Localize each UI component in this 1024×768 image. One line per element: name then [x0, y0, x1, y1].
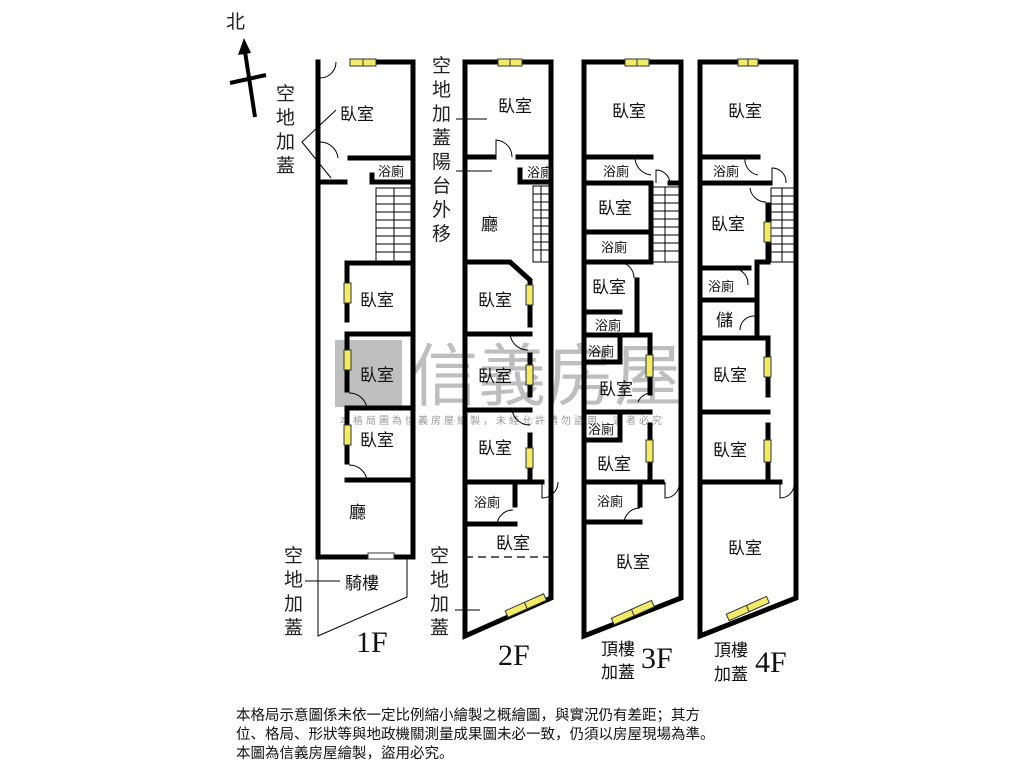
- room-label: 臥室: [498, 97, 532, 117]
- annotation-text: 蓋: [284, 617, 303, 639]
- annotation-text: 空: [276, 83, 295, 105]
- annotation-text: 空: [284, 545, 303, 567]
- floor-label: 1F: [356, 626, 388, 659]
- room-label: 騎樓: [345, 574, 379, 594]
- floor-2f: 臥室 浴廁 廳 臥室 臥室 臥室 浴廁 臥室 2F 空 地 加 蓋 陽 台 外 …: [430, 55, 559, 672]
- staircase-icon: [770, 187, 795, 263]
- floor-label: 2F: [498, 639, 530, 672]
- annotation-text: 加: [430, 593, 449, 615]
- room-label: 臥室: [612, 102, 646, 122]
- room-label: 臥室: [592, 278, 626, 298]
- staircase-icon: [375, 187, 412, 264]
- annotation-text: 移: [432, 223, 451, 245]
- room-label: 廳: [349, 503, 366, 523]
- annotation-text: 外: [432, 199, 451, 221]
- room-label: 臥室: [360, 366, 394, 386]
- room-label: 浴廁: [601, 240, 627, 256]
- room-label: 浴廁: [708, 279, 734, 295]
- room-label: 臥室: [728, 102, 762, 122]
- room-label: 臥室: [713, 366, 747, 386]
- roof-annotation: 頂樓: [714, 641, 748, 661]
- disclaimer-line: 本格局示意圖係未依一定比例縮小繪製之概繪圖，與實況仍有差距；其方: [236, 708, 700, 724]
- watermark-brand: 信義房屋: [410, 338, 682, 417]
- room-label: 臥室: [496, 534, 530, 554]
- floor-label: 3F: [641, 642, 673, 675]
- north-compass: 北: [226, 11, 267, 118]
- annotation-text: 地: [284, 569, 303, 591]
- floor-label: 4F: [755, 646, 787, 679]
- staircase-icon: [651, 186, 680, 263]
- annotation-text: 地: [276, 107, 295, 129]
- room-label: 臥室: [599, 380, 633, 400]
- room-label: 臥室: [340, 105, 374, 125]
- disclaimer-line: 位、格局、形狀等與地政機關測量成果圖未必一致，仍須以房屋現場為準。: [236, 727, 715, 743]
- annotation-text: 蓋: [432, 127, 451, 149]
- room-label: 浴廁: [597, 494, 623, 510]
- room-label: 浴廁: [588, 422, 614, 438]
- room-label: 浴廁: [713, 164, 739, 180]
- room-label: 儲: [716, 311, 733, 331]
- floor-4f: 臥室 浴廁 臥室 浴廁 儲 臥室 臥室 臥室 頂樓 加蓋 4F: [697, 58, 799, 685]
- annotation-text: 空: [432, 55, 451, 77]
- roof-annotation: 加蓋: [714, 665, 748, 685]
- room-label: 臥室: [360, 291, 394, 311]
- room-label: 臥室: [616, 553, 650, 573]
- room-label: 臥室: [597, 455, 631, 475]
- staircase-icon: [532, 185, 550, 263]
- annotation-text: 蓋: [430, 617, 449, 639]
- annotation-text: 加: [276, 131, 295, 153]
- annotation-text: 地: [432, 79, 451, 101]
- annotation-text: 台: [432, 175, 451, 197]
- room-label: 臥室: [478, 367, 512, 387]
- watermark-fine-print: 本格局圖為信義房屋繪製，未經允許請勿盜用，違者必究: [340, 414, 665, 427]
- room-label: 浴廁: [595, 318, 621, 334]
- room-label: 臥室: [713, 441, 747, 461]
- annotation-text: 空: [430, 545, 449, 567]
- room-label: 臥室: [360, 431, 394, 451]
- north-arrow-icon: [242, 44, 257, 118]
- room-label: 浴廁: [527, 165, 553, 181]
- room-label: 廳: [481, 215, 498, 235]
- roof-annotation: 頂樓: [601, 640, 635, 660]
- annotation-text: 陽: [432, 151, 451, 173]
- room-label: 浴廁: [474, 495, 500, 511]
- room-label: 臥室: [728, 539, 762, 559]
- annotation-text: 加: [284, 593, 303, 615]
- room-label: 浴廁: [588, 344, 614, 360]
- annotation-text: 蓋: [276, 155, 295, 177]
- disclaimer: 本格局示意圖係未依一定比例縮小繪製之概繪圖，與實況仍有差距；其方 位、格局、形狀…: [236, 707, 796, 764]
- room-label: 臥室: [598, 199, 632, 219]
- floor-3f: 臥室 浴廁 臥室 浴廁 臥室 浴廁 浴廁 臥室 浴廁 臥室 浴廁 臥室 頂樓 加…: [581, 58, 684, 683]
- disclaimer-line: 本圖為信義房屋繪製，盜用必究。: [236, 746, 454, 762]
- room-label: 浴廁: [603, 164, 629, 180]
- north-label: 北: [226, 11, 245, 33]
- room-label: 臥室: [711, 215, 745, 235]
- roof-annotation: 加蓋: [601, 663, 635, 683]
- room-label: 臥室: [478, 291, 512, 311]
- floor-1f: 臥室 浴廁 臥室 臥室 臥室 廳 騎樓 1F 空 地 加 蓋 空 地 加 蓋: [276, 58, 416, 659]
- annotation-text: 地: [430, 569, 449, 591]
- room-label: 浴廁: [378, 164, 404, 180]
- room-label: 臥室: [478, 439, 512, 459]
- annotation-text: 加: [432, 103, 451, 125]
